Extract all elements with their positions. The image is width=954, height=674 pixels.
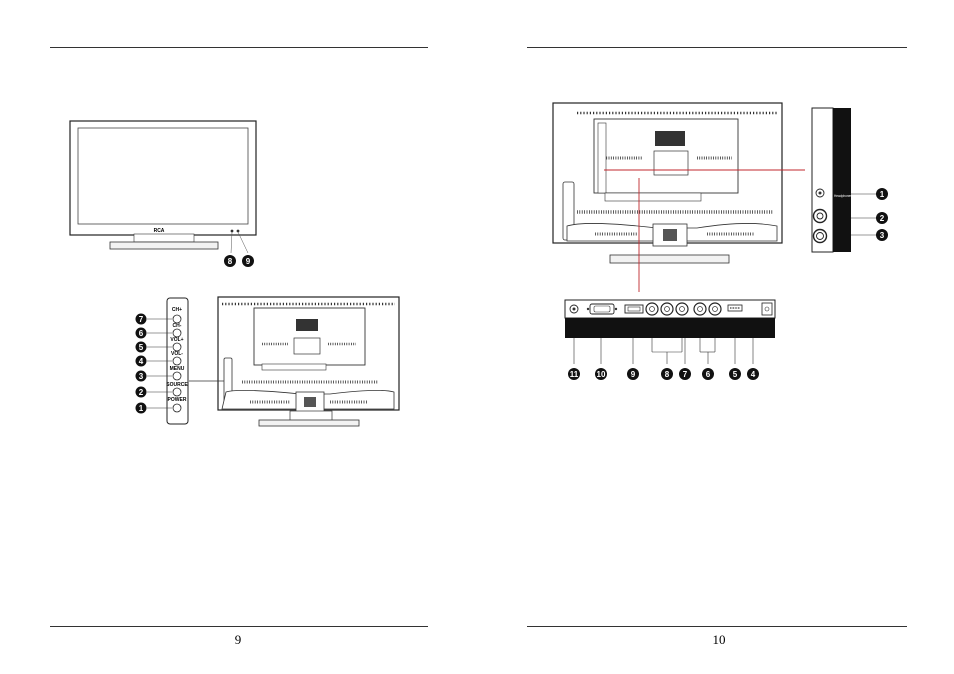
rear-callout-8: 8 xyxy=(661,368,673,380)
footer-rule xyxy=(50,626,428,627)
side-button-7: 7 CH+ xyxy=(135,307,182,325)
footer-rule xyxy=(527,626,907,627)
page-number: 9 xyxy=(234,632,242,647)
right-page-illustrations: Headphones 1 2 3 xyxy=(552,102,888,380)
page-right: Headphones 1 2 3 xyxy=(477,0,954,674)
page-left: RCA 8 9 xyxy=(50,47,428,647)
svg-text:CH+: CH+ xyxy=(172,307,182,313)
side-callout-3: 3 xyxy=(876,229,888,241)
rear-callout-7: 7 xyxy=(679,368,691,380)
svg-text:6: 6 xyxy=(139,329,144,338)
svg-text:SOURCE: SOURCE xyxy=(166,382,188,388)
svg-text:10: 10 xyxy=(597,370,606,379)
svg-text:4: 4 xyxy=(751,370,756,379)
svg-text:11: 11 xyxy=(570,370,579,379)
svg-text:1: 1 xyxy=(880,190,885,199)
side-button-4: 4 VOL- xyxy=(135,351,183,367)
rear-connector-panel xyxy=(564,299,776,364)
header-rule xyxy=(50,47,428,48)
svg-text:VOL-: VOL- xyxy=(171,351,183,357)
side-button-5: 5 VOL+ xyxy=(135,337,184,353)
svg-text:7: 7 xyxy=(139,315,144,324)
page-number: 10 xyxy=(712,632,726,647)
svg-text:8: 8 xyxy=(228,257,233,266)
side-button-2: 2 SOURCE xyxy=(135,382,188,398)
rear-callout-6: 6 xyxy=(702,368,714,380)
svg-text:8: 8 xyxy=(665,370,670,379)
headphones-label: Headphones xyxy=(834,194,852,198)
svg-text:5: 5 xyxy=(733,370,738,379)
tv-front-illustration: RCA xyxy=(69,120,257,254)
svg-text:3: 3 xyxy=(880,231,885,240)
header-rule xyxy=(527,47,907,48)
tv-brand-logo: RCA xyxy=(154,228,165,234)
rear-callout-5: 5 xyxy=(729,368,741,380)
side-button-6: 6 CH- xyxy=(135,323,182,339)
svg-text:9: 9 xyxy=(631,370,636,379)
side-connector-panel: Headphones xyxy=(811,107,877,253)
rear-callout-9: 9 xyxy=(627,368,639,380)
svg-text:MENU: MENU xyxy=(170,366,185,372)
left-page-illustrations: RCA 8 9 xyxy=(69,120,400,427)
rear-callout-11: 11 xyxy=(568,368,580,380)
svg-text:2: 2 xyxy=(880,214,885,223)
svg-text:3: 3 xyxy=(139,372,144,381)
svg-text:POWER: POWER xyxy=(168,397,187,403)
rear-callout-10: 10 xyxy=(595,368,607,380)
front-callout-8: 8 xyxy=(224,255,236,267)
side-callout-1: 1 xyxy=(876,188,888,200)
svg-text:1: 1 xyxy=(139,404,144,413)
rear-callout-4: 4 xyxy=(747,368,759,380)
svg-text:2: 2 xyxy=(139,388,144,397)
tv-rear-large-illustration xyxy=(552,102,783,264)
svg-text:7: 7 xyxy=(683,370,688,379)
svg-text:6: 6 xyxy=(706,370,711,379)
svg-text:VOL+: VOL+ xyxy=(170,337,183,343)
side-button-3: 3 MENU xyxy=(135,366,185,382)
svg-text:5: 5 xyxy=(139,343,144,352)
tv-rear-illustration xyxy=(189,296,400,427)
front-callout-9: 9 xyxy=(242,255,254,267)
svg-text:4: 4 xyxy=(139,357,144,366)
svg-text:CH-: CH- xyxy=(173,323,182,329)
svg-text:9: 9 xyxy=(246,257,251,266)
side-callout-2: 2 xyxy=(876,212,888,224)
side-button-1: 1 POWER xyxy=(135,397,187,414)
